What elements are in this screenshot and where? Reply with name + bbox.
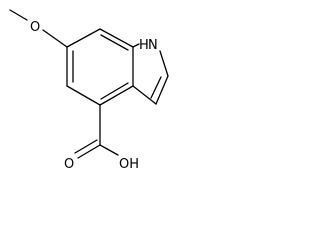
c7a-n1-bond [132,43,140,48]
carbonyl-bond [77,144,101,159]
carbonyl-oxygen-label: O [64,157,74,172]
c6-c7-bond [66,28,101,48]
c4-c5-bond [66,85,101,106]
hydroxyl-bond [99,144,119,156]
methoxy-oxygen-label: O [30,20,40,35]
c3a-c4-bond [99,85,134,106]
nitrogen-label: N [148,38,158,53]
c2-c3-bond [155,75,169,105]
c2-c3-double-bond [150,76,162,99]
n1-c2-bond [159,50,169,77]
c3a-c4-double-bond [100,82,129,100]
methyl-bond [9,9,28,21]
nitrogen-hydrogen-label: H [139,38,149,53]
c7-c7a-double-bond [100,34,129,51]
methoxy-o-c6-bond [42,29,68,48]
c7-c7a-bond [99,28,134,48]
chemical-structure-diagram: O H N O OH [9,9,169,172]
hydroxyl-label: OH [119,157,139,172]
c3-c3a-bond [132,85,157,105]
carbonyl-double-bond [74,139,98,154]
